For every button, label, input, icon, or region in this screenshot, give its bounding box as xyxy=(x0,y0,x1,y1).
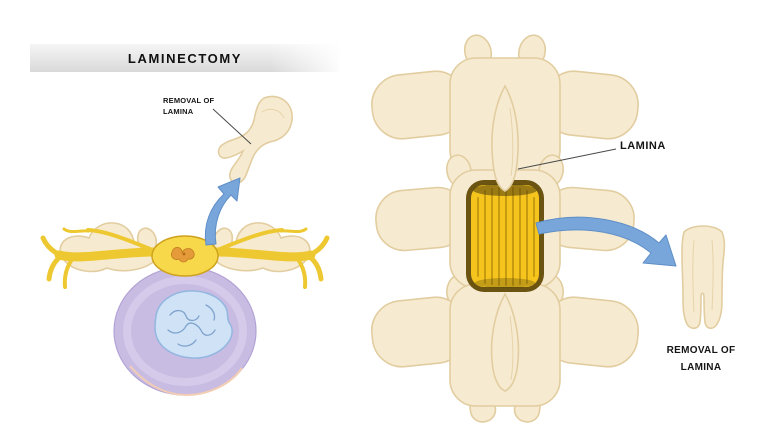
intervertebral-disc xyxy=(113,266,257,397)
title-banner: LAMINECTOMY xyxy=(30,44,340,72)
right-removal-callout-line2: LAMINA xyxy=(680,362,722,373)
disc-nucleus xyxy=(154,290,233,359)
spinous-process-bottom xyxy=(490,292,520,392)
removal-arrow-left xyxy=(204,177,241,246)
lamina-pointer-line xyxy=(517,148,617,170)
removal-arrow-right xyxy=(535,216,677,267)
left-removal-callout-line1: REMOVAL OF xyxy=(163,96,215,105)
left-callout-pointer-line xyxy=(212,108,252,145)
opening-striations xyxy=(477,187,535,286)
spinous-process-top xyxy=(491,84,519,192)
lamina-label: LAMINA xyxy=(620,140,666,152)
cross-section-illustration xyxy=(40,222,330,397)
left-removal-callout-line2: LAMINA xyxy=(163,106,194,116)
left-removal-callout: REMOVAL OF LAMINA xyxy=(163,96,214,118)
right-removal-callout: REMOVAL OF LAMINA xyxy=(656,342,746,376)
right-removal-callout-line1: REMOVAL OF xyxy=(666,345,736,356)
cord-canal-dot xyxy=(182,252,186,256)
removed-lamina-piece-left xyxy=(217,95,293,184)
removed-lamina-piece-right xyxy=(681,225,726,330)
lamina-label-text: LAMINA xyxy=(620,140,666,152)
page-title: LAMINECTOMY xyxy=(127,50,243,66)
spinal-nerves xyxy=(40,227,330,289)
laminectomy-opening xyxy=(466,180,544,292)
